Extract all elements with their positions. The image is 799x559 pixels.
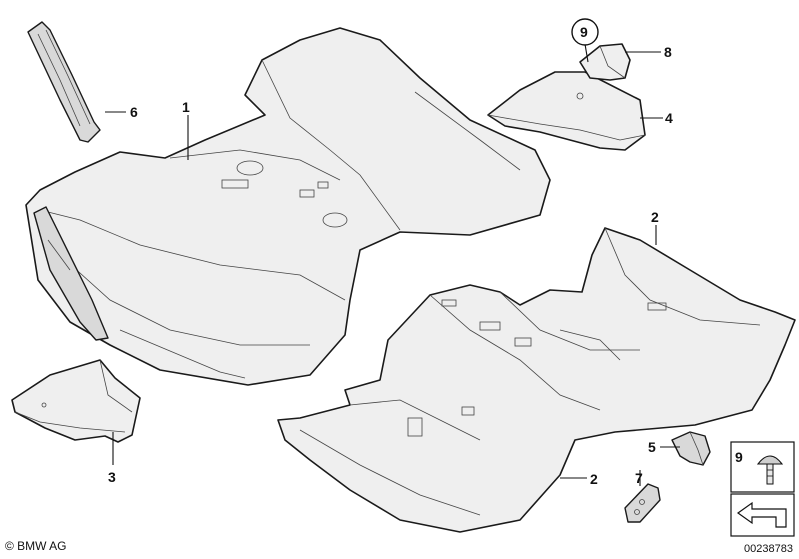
leader-lines	[105, 43, 680, 486]
callout-8: 8	[664, 44, 672, 60]
callout-3: 3	[108, 469, 116, 485]
floor-insert-mat[interactable]	[11, 359, 141, 443]
fastener-strip[interactable]	[624, 483, 661, 523]
callout-9-circle	[571, 18, 599, 46]
callout-9: 9	[580, 24, 588, 40]
callout-7: 7	[635, 470, 643, 486]
callout-2-lower: 2	[590, 471, 598, 487]
copyright-label: © BMW AG	[5, 539, 67, 553]
footrest-plate[interactable]	[27, 21, 101, 143]
legend-box-9: 9	[730, 441, 795, 493]
arrow-symbol-icon	[736, 501, 787, 528]
legend-box-arrow	[730, 493, 795, 537]
rear-floor-carpet[interactable]	[277, 227, 796, 533]
callout-2-upper: 2	[651, 209, 659, 225]
callout-4: 4	[665, 110, 673, 126]
push-rivet-icon	[756, 455, 784, 485]
clip-part[interactable]	[671, 431, 711, 466]
cover-pad[interactable]	[487, 71, 646, 151]
legend-callout-9: 9	[735, 449, 743, 465]
tab-pad[interactable]	[579, 43, 631, 81]
callout-6: 6	[130, 104, 138, 120]
front-floor-carpet[interactable]	[25, 27, 551, 386]
callout-1: 1	[182, 99, 190, 115]
callout-5: 5	[648, 439, 656, 455]
diagram-id-label: 00238783	[744, 543, 793, 555]
